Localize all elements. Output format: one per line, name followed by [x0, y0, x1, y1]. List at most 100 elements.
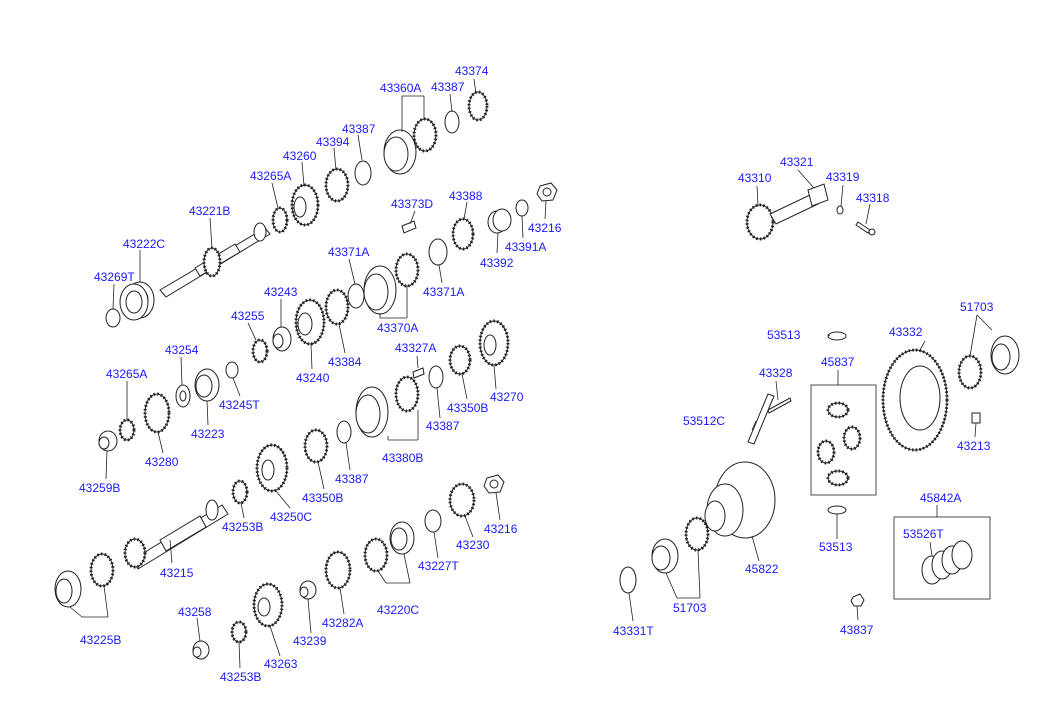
synchro-assembly-43370a	[363, 252, 420, 315]
bushing-43259b	[98, 430, 118, 452]
label-43380b: 43380B	[382, 451, 423, 465]
label-51703-upper: 51703	[960, 300, 994, 314]
label-43327a: 43327A	[395, 341, 436, 355]
label-43280: 43280	[145, 455, 179, 469]
label-43328: 43328	[759, 366, 793, 380]
input-shaft-43221b	[159, 222, 271, 298]
ring-43391a	[515, 199, 529, 217]
leader-lines	[69, 78, 993, 669]
bearing-43223	[194, 368, 220, 402]
key-43373d	[401, 220, 417, 234]
clip-43319	[836, 205, 844, 215]
label-43230: 43230	[456, 538, 490, 552]
gear-43250c	[255, 443, 289, 493]
label-43239: 43239	[293, 634, 327, 648]
label-43391a: 43391A	[505, 240, 546, 254]
needle-bearing-43265a-lower	[118, 418, 136, 442]
label-53526t: 53526T	[903, 527, 944, 541]
label-45842a: 45842A	[920, 491, 961, 505]
label-43263: 43263	[264, 657, 298, 671]
label-43255: 43255	[231, 309, 265, 323]
label-43332: 43332	[889, 325, 923, 339]
shim-kit-45842a	[893, 516, 991, 600]
label-45837: 45837	[821, 355, 855, 369]
label-43384: 43384	[328, 355, 362, 369]
washer-43254	[175, 384, 191, 408]
label-43222c: 43222C	[123, 237, 165, 251]
ring-43374	[467, 90, 489, 122]
synchro-sleeve-43360a	[383, 117, 438, 175]
washer-53513-lower	[827, 505, 847, 515]
label-43374: 43374	[455, 64, 489, 78]
pin-43328	[767, 397, 792, 414]
gear-43240	[294, 298, 326, 346]
label-43260: 43260	[283, 149, 317, 163]
ring-gear-43332	[881, 348, 949, 452]
gear-43230	[448, 482, 476, 518]
label-43370a: 43370A	[377, 321, 418, 335]
label-43269t: 43269T	[94, 270, 135, 284]
bearing-43225b	[54, 552, 115, 608]
differential-case-45822	[704, 461, 776, 539]
label-43388: 43388	[449, 189, 483, 203]
shaft-53512c	[747, 393, 775, 445]
label-43240: 43240	[296, 371, 330, 385]
needle-bearing-43255	[251, 338, 269, 364]
label-43350b-lower: 43350B	[302, 491, 343, 505]
label-43216-lower: 43216	[484, 522, 518, 536]
bolt-43213	[971, 412, 981, 424]
label-43258: 43258	[178, 605, 212, 619]
label-53513-lower: 53513	[819, 540, 853, 554]
ring-43331t	[619, 566, 637, 594]
ring-43245t	[225, 361, 239, 379]
needle-bearing-43265a-upper	[271, 206, 289, 234]
sleeve-43392	[487, 208, 512, 234]
label-43387-fourth: 43387	[335, 472, 369, 486]
pinion-kit-45837	[810, 384, 877, 496]
label-43371a-upper: 43371A	[328, 245, 369, 259]
bearing-51703-upper	[957, 335, 1020, 390]
snap-ring-43387-b	[444, 110, 460, 134]
needle-bearing-43253b-upper	[231, 479, 249, 505]
ring-43371a-lower	[428, 238, 448, 266]
label-43243: 43243	[264, 285, 298, 299]
ring-43269t	[105, 308, 121, 328]
bearing-51703-lower	[651, 516, 710, 574]
label-43215: 43215	[160, 566, 194, 580]
label-43253b-lower: 43253B	[220, 670, 261, 684]
label-45822: 45822	[745, 562, 779, 576]
label-43331t: 43331T	[613, 624, 654, 638]
label-43318: 43318	[856, 191, 890, 205]
bushing-43239	[299, 580, 317, 600]
snap-ring-43387-a	[354, 160, 372, 186]
label-43227t: 43227T	[418, 559, 459, 573]
gear-43388	[451, 217, 475, 251]
output-shaft-43215	[123, 499, 229, 570]
label-43220c: 43220C	[377, 603, 419, 617]
synchro-assembly-43380b	[355, 375, 420, 438]
needle-bearing-43253b-lower	[230, 620, 248, 644]
label-43270: 43270	[490, 390, 524, 404]
speedometer-gear-43310	[745, 203, 775, 241]
label-51703-lower: 51703	[673, 601, 707, 615]
label-43253b-upper: 43253B	[222, 520, 263, 534]
sleeve-43321	[769, 183, 829, 225]
label-53513-upper: 53513	[767, 328, 801, 342]
label-43245t: 43245T	[219, 398, 260, 412]
bolt-43837	[850, 593, 865, 607]
gear-43350b-upper	[448, 344, 472, 376]
gear-43270	[478, 319, 510, 367]
label-43321: 43321	[780, 155, 814, 169]
bearing-43220c	[363, 521, 415, 573]
part-labels: 43374 43360A 43387 43387 43394 43260 432…	[79, 64, 994, 684]
label-43254: 43254	[165, 343, 199, 357]
label-43213: 43213	[957, 439, 991, 453]
nut-43216-upper	[536, 182, 558, 202]
label-43387-second: 43387	[342, 122, 376, 136]
gear-43260	[290, 183, 320, 227]
bolt-43318	[855, 221, 876, 236]
gear-43280	[143, 392, 171, 434]
bearing-43222c	[119, 281, 155, 321]
